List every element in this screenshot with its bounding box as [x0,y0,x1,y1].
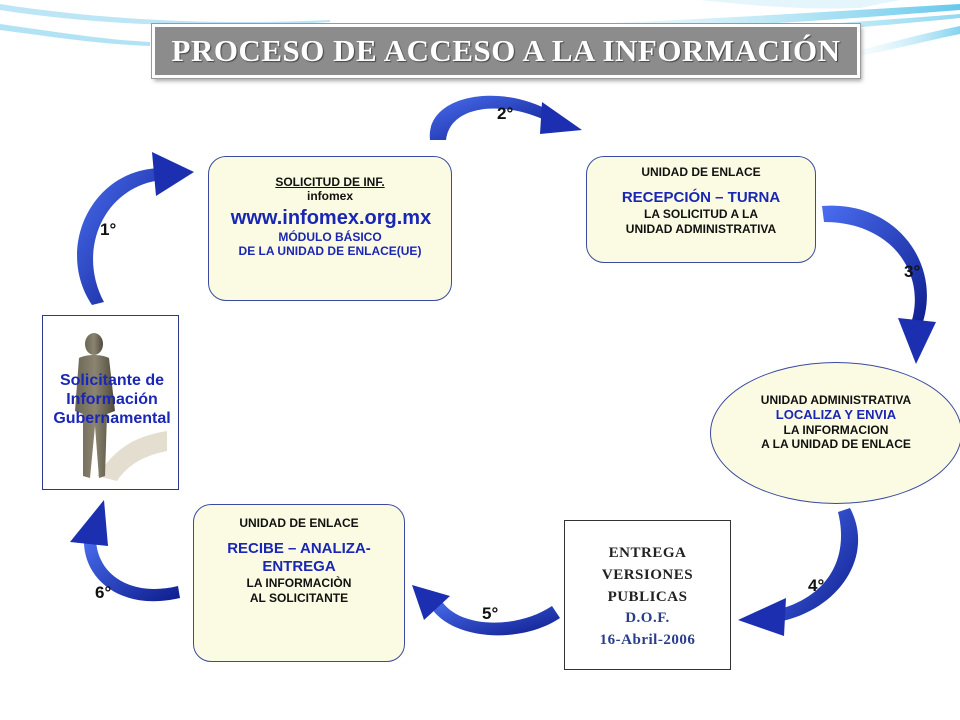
infomex-url-link[interactable]: www.infomex.org.mx [230,206,432,229]
solicitante-box: Solicitante de Información Gubernamental [42,315,179,490]
arrow-step-6-icon [70,500,180,602]
administrativa-line3: LA INFORMACION [783,422,889,437]
entrega-line1: ENTREGA [608,545,687,561]
solicitante-line3: Gubernamental [53,410,171,428]
solicitud-unidad: DE LA UNIDAD DE ENLACE(UE) [238,244,422,259]
recepcion-action: RECEPCIÓN – TURNA [621,189,781,207]
arrow-step-2-icon [429,95,582,140]
entrega-dof: D.O.F. [625,610,670,627]
step-6-label: 6° [95,583,112,602]
recepcion-line3: LA SOLICITUD A LA [644,207,758,222]
recibe-box: UNIDAD DE ENLACE RECIBE – ANALIZA- ENTRE… [193,504,405,662]
entrega-date: 16-Abril-2006 [599,632,696,648]
step-1-label: 1° [100,220,117,239]
administrativa-action: LOCALIZA Y ENVIA [775,407,897,423]
recibe-line4: LA INFORMACIÒN [246,576,352,591]
solicitante-line1: Solicitante de [59,372,165,389]
solicitud-infomex: infomex [306,189,353,204]
recibe-heading: UNIDAD DE ENLACE [239,516,359,530]
administrativa-line4: A LA UNIDAD DE ENLACE [761,437,911,452]
solicitud-box: SOLICITUD DE INF. infomex www.infomex.or… [208,156,452,301]
solicitud-heading: SOLICITUD DE INF. [275,175,385,189]
title-banner: PROCESO DE ACCESO A LA INFORMACIÓN [152,24,860,78]
entrega-line3: PUBLICAS [607,588,688,605]
step-5-label: 5° [482,604,499,623]
recibe-action: RECIBE – ANALIZA- [227,540,371,558]
recepcion-heading: UNIDAD DE ENLACE [641,165,761,179]
recibe-entrega: ENTREGA [262,558,336,576]
administrativa-heading: UNIDAD ADMINISTRATIVA [760,393,912,407]
recepcion-line4: UNIDAD ADMINISTRATIVA [625,221,777,236]
entrega-line2: VERSIONES [601,566,694,583]
step-3-label: 3° [904,262,921,281]
page-title: PROCESO DE ACCESO A LA INFORMACIÓN [171,33,841,68]
solicitante-line2: Información [66,391,158,409]
solicitante-label: Solicitante de Información Gubernamental [37,371,187,429]
entrega-box: ENTREGA VERSIONES PUBLICAS D.O.F. 16-Abr… [564,520,731,670]
step-4-label: 4° [808,576,825,595]
arrow-step-1-icon [77,152,194,305]
person-silhouette-icon [75,333,167,481]
recepcion-box: UNIDAD DE ENLACE RECEPCIÓN – TURNA LA SO… [586,156,816,263]
solicitud-modulo: MÓDULO BÁSICO [278,229,382,244]
step-2-label: 2° [497,104,514,123]
arrow-step-4-icon [738,508,859,636]
administrativa-box: UNIDAD ADMINISTRATIVA LOCALIZA Y ENVIA L… [710,362,960,504]
recibe-line5: AL SOLICITANTE [249,590,349,605]
arrow-step-3-icon [822,205,936,364]
arrow-step-5-icon [412,585,560,636]
